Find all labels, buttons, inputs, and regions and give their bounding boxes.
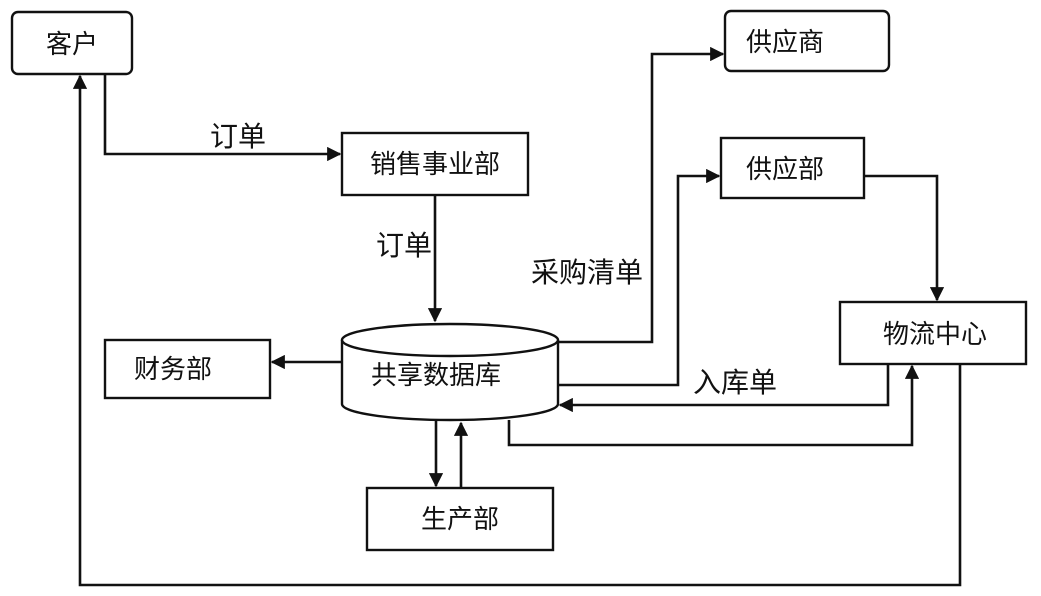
node-production-label: 生产部	[421, 505, 499, 535]
node-sales: 销售事业部	[340, 131, 530, 197]
node-customer: 客户	[10, 10, 134, 76]
node-sales-label: 销售事业部	[370, 150, 500, 180]
edge-database-to-supply-dept	[558, 168, 721, 387]
node-customer-label: 客户	[46, 30, 98, 60]
edge-label-order-mid: 订单	[376, 229, 432, 262]
node-database: 共享数据库	[340, 322, 560, 422]
node-logistics: 物流中心	[838, 300, 1028, 366]
node-supplier-label: 供应商	[746, 28, 824, 58]
edge-database-to-supplier	[558, 46, 725, 344]
edge-customer-to-sales	[103, 74, 342, 162]
edge-logistics-to-database	[558, 364, 890, 413]
node-logistics-label: 物流中心	[883, 320, 987, 350]
edge-label-purchase-list: 采购清单	[531, 256, 643, 289]
edge-label-order-top: 订单	[210, 120, 266, 153]
node-finance: 财务部	[103, 338, 272, 400]
node-supplier: 供应商	[723, 9, 891, 73]
node-production: 生产部	[365, 486, 555, 552]
edge-supply-dept-to-logistics	[864, 174, 945, 302]
edge-logistics-to-customer	[72, 74, 962, 587]
node-finance-label: 财务部	[134, 355, 212, 385]
node-database-label: 共享数据库	[371, 361, 501, 391]
node-supply-dept: 供应部	[719, 136, 866, 200]
edge-database-to-logistics	[507, 364, 920, 447]
edge-label-stock-in: 入库单	[693, 366, 777, 399]
node-supply-dept-label: 供应部	[746, 155, 824, 185]
